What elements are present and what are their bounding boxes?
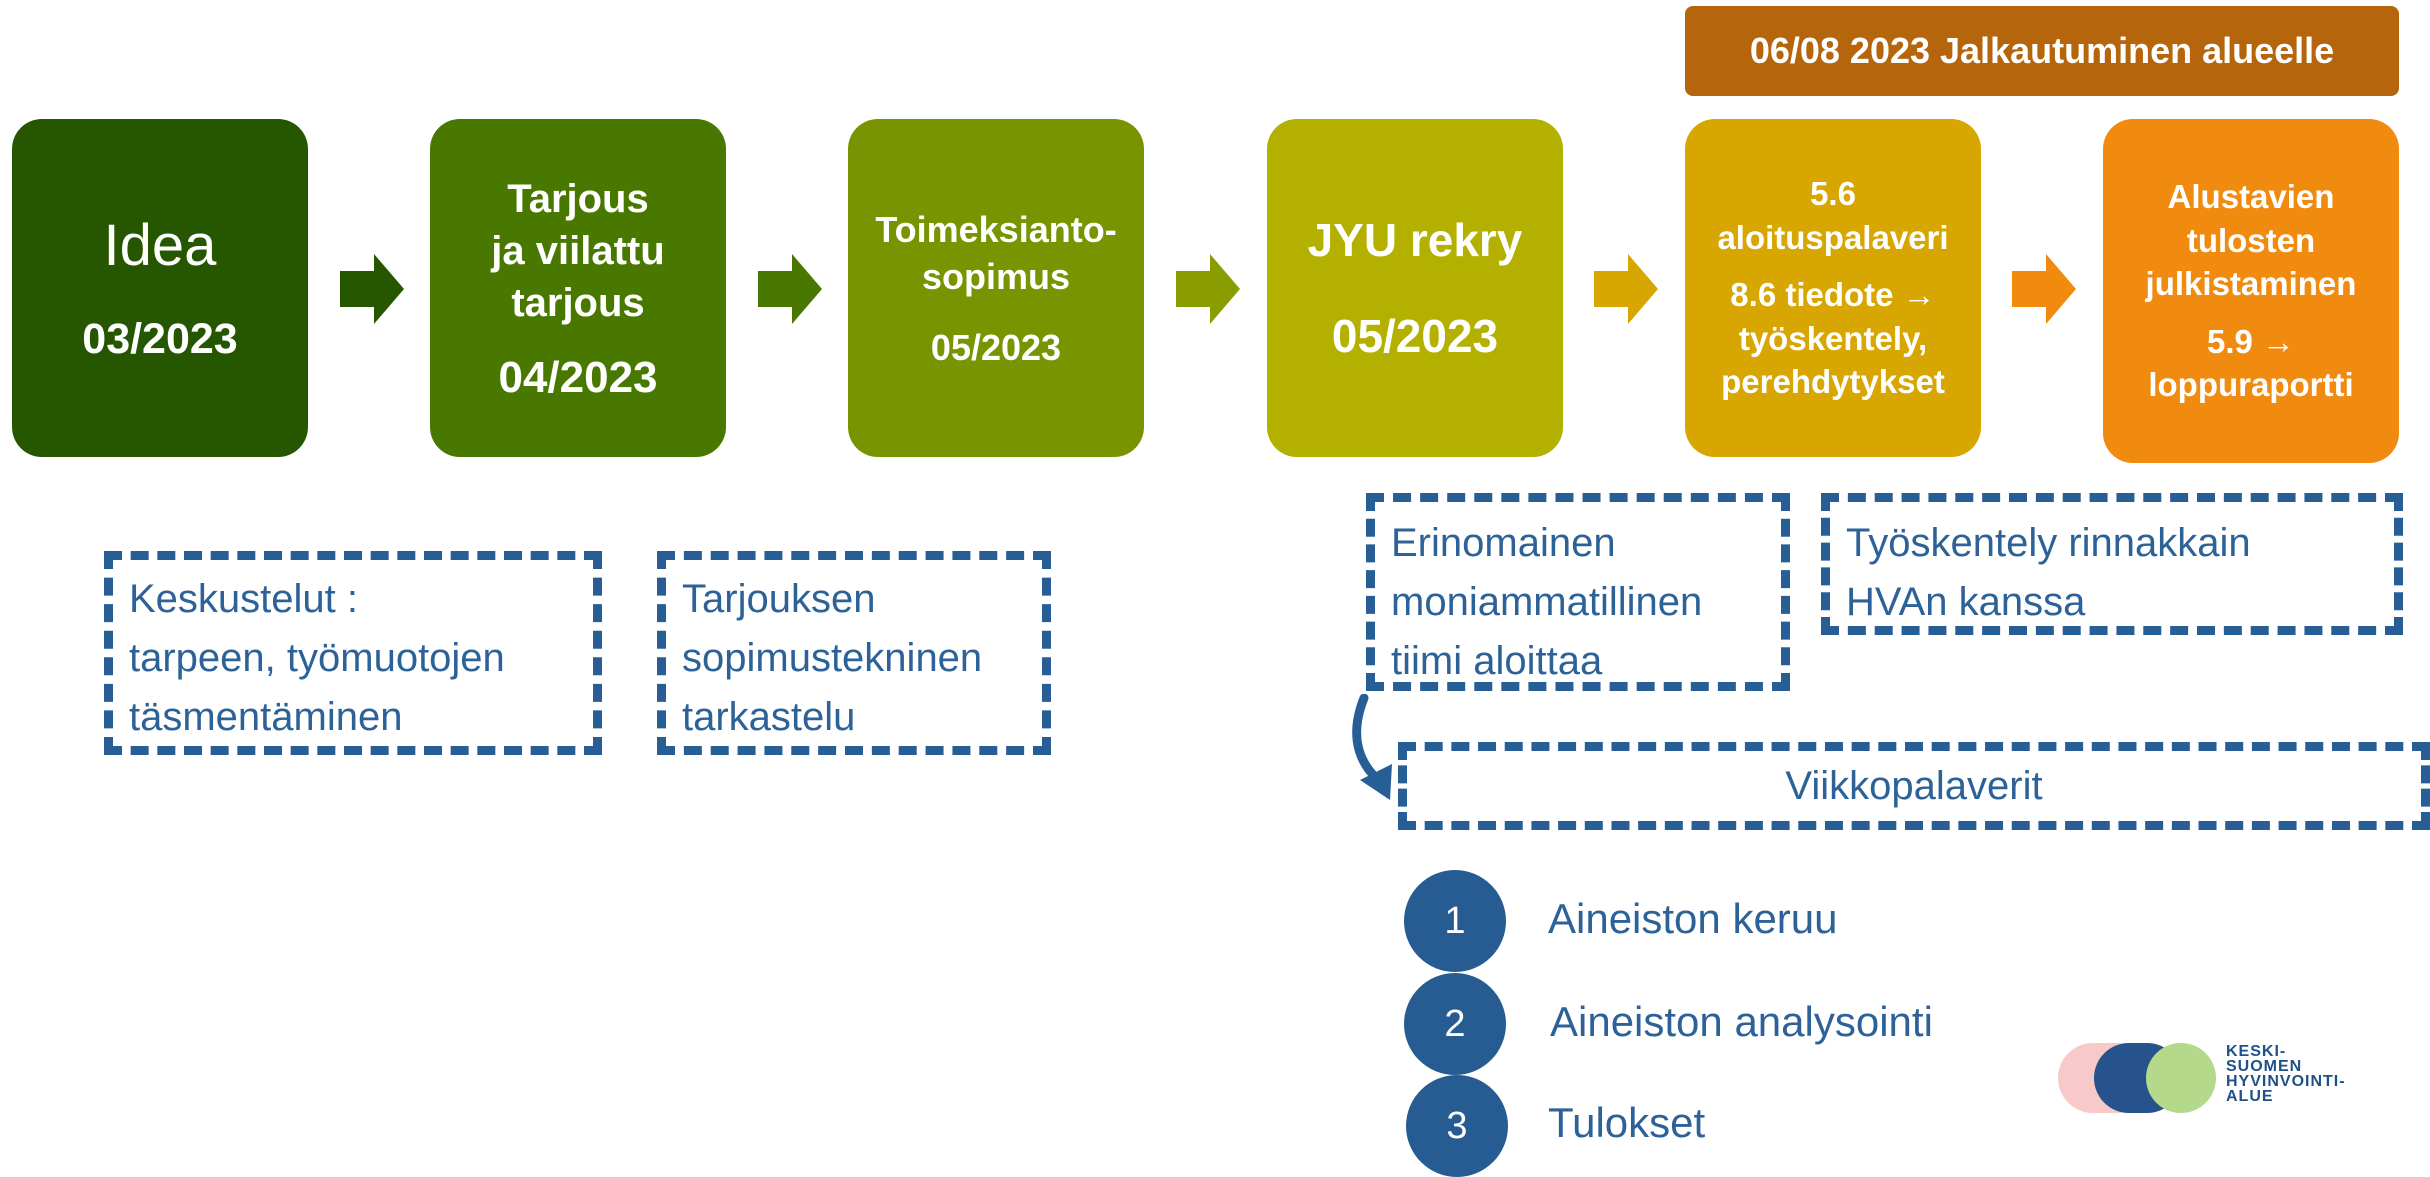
step-julkistaminen: Alustavien tulosten julkistaminen 5.9 → … <box>2103 119 2399 463</box>
note-line: Työskentely rinnakkain <box>1846 521 2251 565</box>
logo-line: KESKI- <box>2226 1043 2287 1060</box>
step-title: Idea <box>103 213 217 278</box>
step-text-line: loppuraportti <box>2148 366 2354 404</box>
step-text-line: Alustavien <box>2167 178 2335 216</box>
note-line: Keskustelut : <box>129 577 359 621</box>
logo-line: HYVINVOINTI- <box>2226 1073 2346 1090</box>
step-text-line: työskentely, <box>1738 319 1928 357</box>
logo-line: SUOMEN <box>2226 1058 2303 1075</box>
step-date: 05/2023 <box>1331 310 1499 362</box>
logo-wordmark: KESKI- SUOMEN HYVINVOINTI- ALUE <box>2226 1043 2346 1105</box>
note-line: tarpeen, työmuotojen <box>129 636 505 680</box>
note-line: moniammatillinen <box>1391 580 1703 624</box>
step-aloituspalaveri: 5.6 aloituspalaveri 8.6 tiedote → työske… <box>1685 119 1981 457</box>
step-jyu-rekry: JYU rekry 05/2023 <box>1267 119 1563 457</box>
step-title: JYU rekry <box>1307 214 1523 266</box>
step-text-line: julkistaminen <box>2145 265 2357 303</box>
note-keskustelut: Keskustelut : tarpeen, työmuotojen täsme… <box>104 551 602 755</box>
arrow-right-icon <box>758 254 822 324</box>
arrow-right-icon <box>1594 254 1658 324</box>
list-item-label: Aineiston keruu <box>1548 895 1838 942</box>
note-line: tarkastelu <box>682 695 856 739</box>
number-circle-1: 1 <box>1404 870 1506 972</box>
note-tarjouksen: Tarjouksen sopimustekninen tarkastelu <box>657 551 1051 755</box>
step-date: 04/2023 <box>498 353 658 402</box>
step-date: 03/2023 <box>82 315 238 363</box>
step-title-line: tarjous <box>511 281 645 325</box>
step-tarjous: Tarjous ja viilattu tarjous 04/2023 <box>430 119 726 457</box>
note-viikkopalaverit: Viikkopalaverit <box>1398 742 2430 830</box>
note-rinnakkain: Työskentely rinnakkain HVAn kanssa <box>1821 493 2403 635</box>
step-title-line: sopimus <box>921 256 1071 297</box>
list-item-label: Tulokset <box>1548 1099 1706 1146</box>
note-line: Tarjouksen <box>682 577 876 621</box>
step-text-line: perehdytykset <box>1721 363 1945 401</box>
step-text-line: 8.6 tiedote → <box>1730 276 1936 314</box>
arrow-right-icon <box>340 254 404 324</box>
phase-banner: 06/08 2023 Jalkautuminen alueelle <box>1685 6 2399 96</box>
step-text-line: tulosten <box>2186 221 2316 259</box>
arrow-right-icon <box>1176 254 1240 324</box>
step-title-line: Toimeksianto- <box>875 209 1117 251</box>
note-line: sopimustekninen <box>682 636 983 680</box>
hyvinvointialue-logo-icon <box>2058 1043 2216 1113</box>
list-item-label: Aineiston analysointi <box>1550 998 1933 1045</box>
step-text-line: 5.9 → <box>2206 322 2296 360</box>
step-date: 05/2023 <box>930 326 1062 368</box>
step-idea: Idea 03/2023 <box>12 119 308 457</box>
number-circle-3: 3 <box>1406 1075 1508 1177</box>
step-text-line: aloituspalaveri <box>1717 218 1949 256</box>
note-line: täsmentäminen <box>129 695 403 739</box>
note-line: Viikkopalaverit <box>1785 763 2043 808</box>
logo-line: ALUE <box>2226 1088 2274 1105</box>
note-line: Erinomainen <box>1391 521 1616 565</box>
curved-arrow-icon <box>1352 694 1392 800</box>
arrow-right-icon <box>2012 254 2076 324</box>
note-tiimi: Erinomainen moniammatillinen tiimi aloit… <box>1366 493 1790 691</box>
step-title-line: ja viilattu <box>491 229 665 273</box>
number-circle-2: 2 <box>1404 973 1506 1075</box>
note-line: tiimi aloittaa <box>1391 639 1603 683</box>
step-title-line: Tarjous <box>507 177 649 221</box>
step-toimeksiantosopimus: Toimeksianto- sopimus 05/2023 <box>848 119 1144 457</box>
step-text-line: 5.6 <box>1810 175 1856 213</box>
note-line: HVAn kanssa <box>1846 580 2086 624</box>
